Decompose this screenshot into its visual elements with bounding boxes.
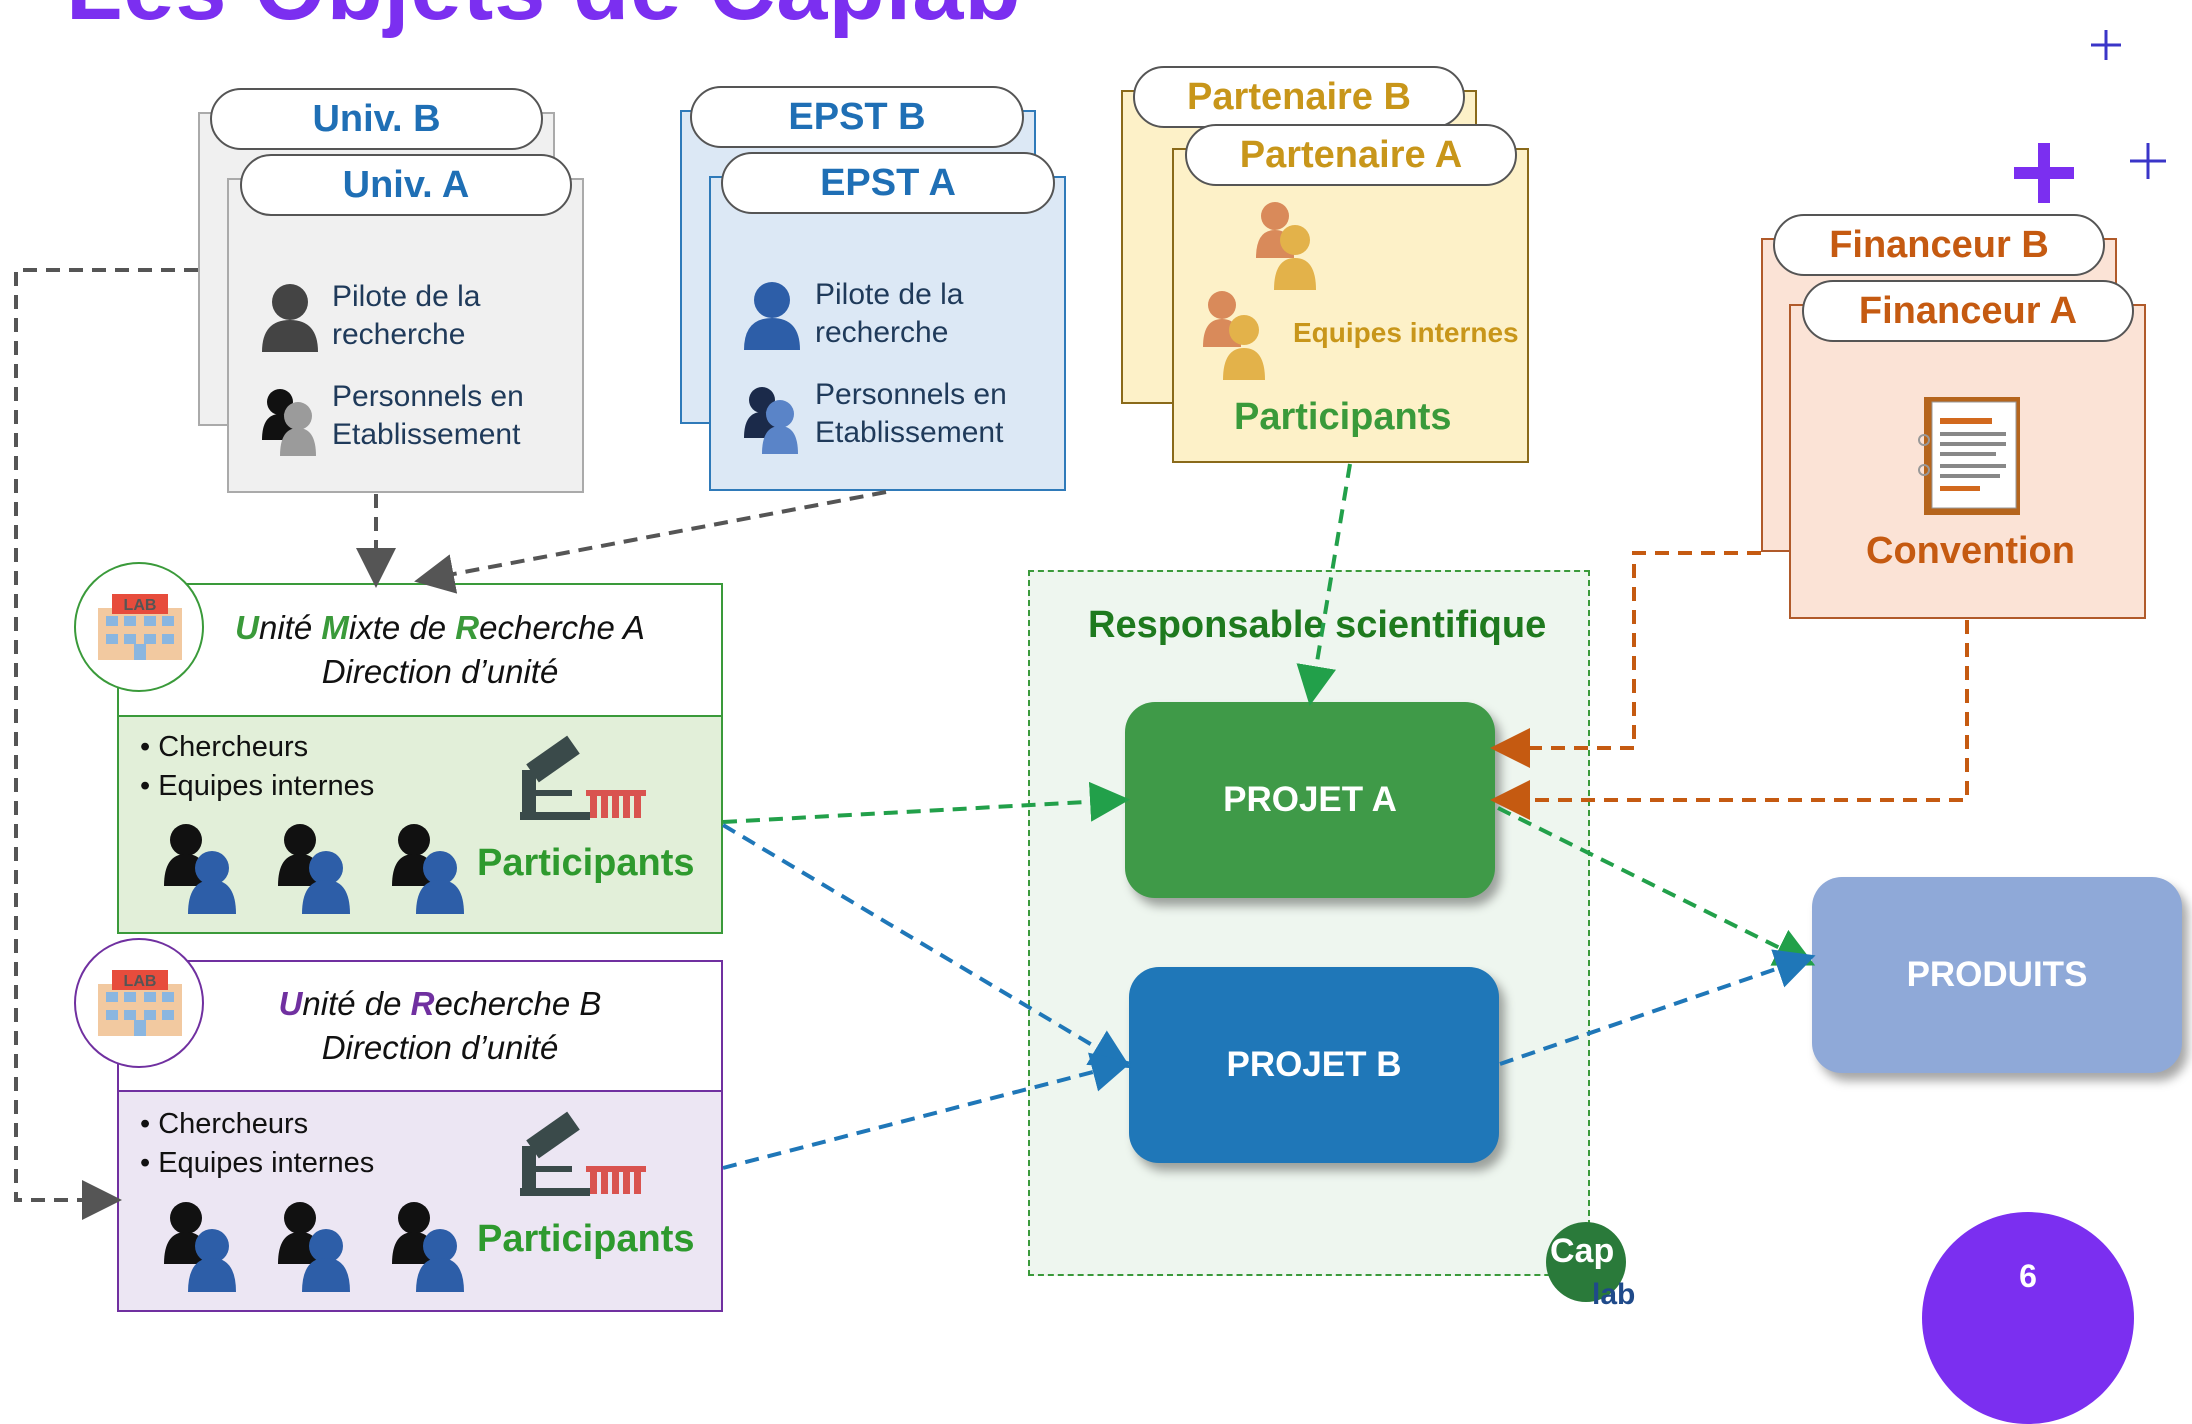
unit-b-direction: Direction d’unité bbox=[321, 1029, 559, 1066]
convention-label: Convention bbox=[1866, 530, 2075, 572]
epst-a-tab: EPST A bbox=[721, 152, 1055, 214]
plus-icons bbox=[2014, 30, 2166, 203]
page-number: 6 bbox=[2019, 1258, 2037, 1294]
unit-a-bullets: • Chercheurs• Equipes internes bbox=[140, 731, 375, 802]
unit-b-participants: Participants bbox=[477, 1218, 695, 1260]
partner-a-tab: Partenaire A bbox=[1185, 124, 1517, 186]
scientific-lead-area bbox=[1028, 570, 1590, 1276]
page-number-badge bbox=[1922, 1212, 2134, 1424]
products-box[interactable]: PRODUITS bbox=[1812, 877, 2182, 1073]
caplab-logo-text: Cap bbox=[1550, 1232, 1615, 1270]
unit-b-bullets: • Chercheurs• Equipes internes bbox=[140, 1108, 375, 1179]
project-a-box[interactable]: PROJET A bbox=[1125, 702, 1495, 898]
univ-b-tab: Univ. B bbox=[210, 88, 543, 150]
unit-b-lab-circle bbox=[74, 938, 204, 1068]
caplab-logo-subtext: lab bbox=[1592, 1278, 1636, 1311]
partner-b-tab: Partenaire B bbox=[1133, 66, 1465, 128]
project-b-box[interactable]: PROJET B bbox=[1129, 967, 1499, 1163]
unit-a-lab-circle bbox=[74, 562, 204, 692]
plus-icon bbox=[2014, 143, 2074, 203]
unit-a-header bbox=[119, 585, 721, 717]
unit-a-participants: Participants bbox=[477, 842, 695, 884]
plus-icon bbox=[2091, 30, 2121, 60]
funder-a-tab: Financeur A bbox=[1802, 280, 2134, 342]
partner-internal-teams: Equipes internes bbox=[1293, 317, 1519, 348]
partner-participants: Participants bbox=[1234, 396, 1452, 438]
epst-b-tab: EPST B bbox=[690, 86, 1024, 148]
funder-b-tab: Financeur B bbox=[1773, 214, 2105, 276]
univ-a-tab: Univ. A bbox=[240, 154, 572, 216]
unit-b-header bbox=[119, 962, 721, 1092]
funder-a-card bbox=[1789, 304, 2146, 619]
unit-a-direction: Direction d’unité bbox=[321, 653, 559, 690]
caplab-logo bbox=[1546, 1222, 1626, 1302]
scientific-lead-label: Responsable scientifique bbox=[1088, 604, 1547, 646]
plus-icon bbox=[2130, 143, 2166, 179]
